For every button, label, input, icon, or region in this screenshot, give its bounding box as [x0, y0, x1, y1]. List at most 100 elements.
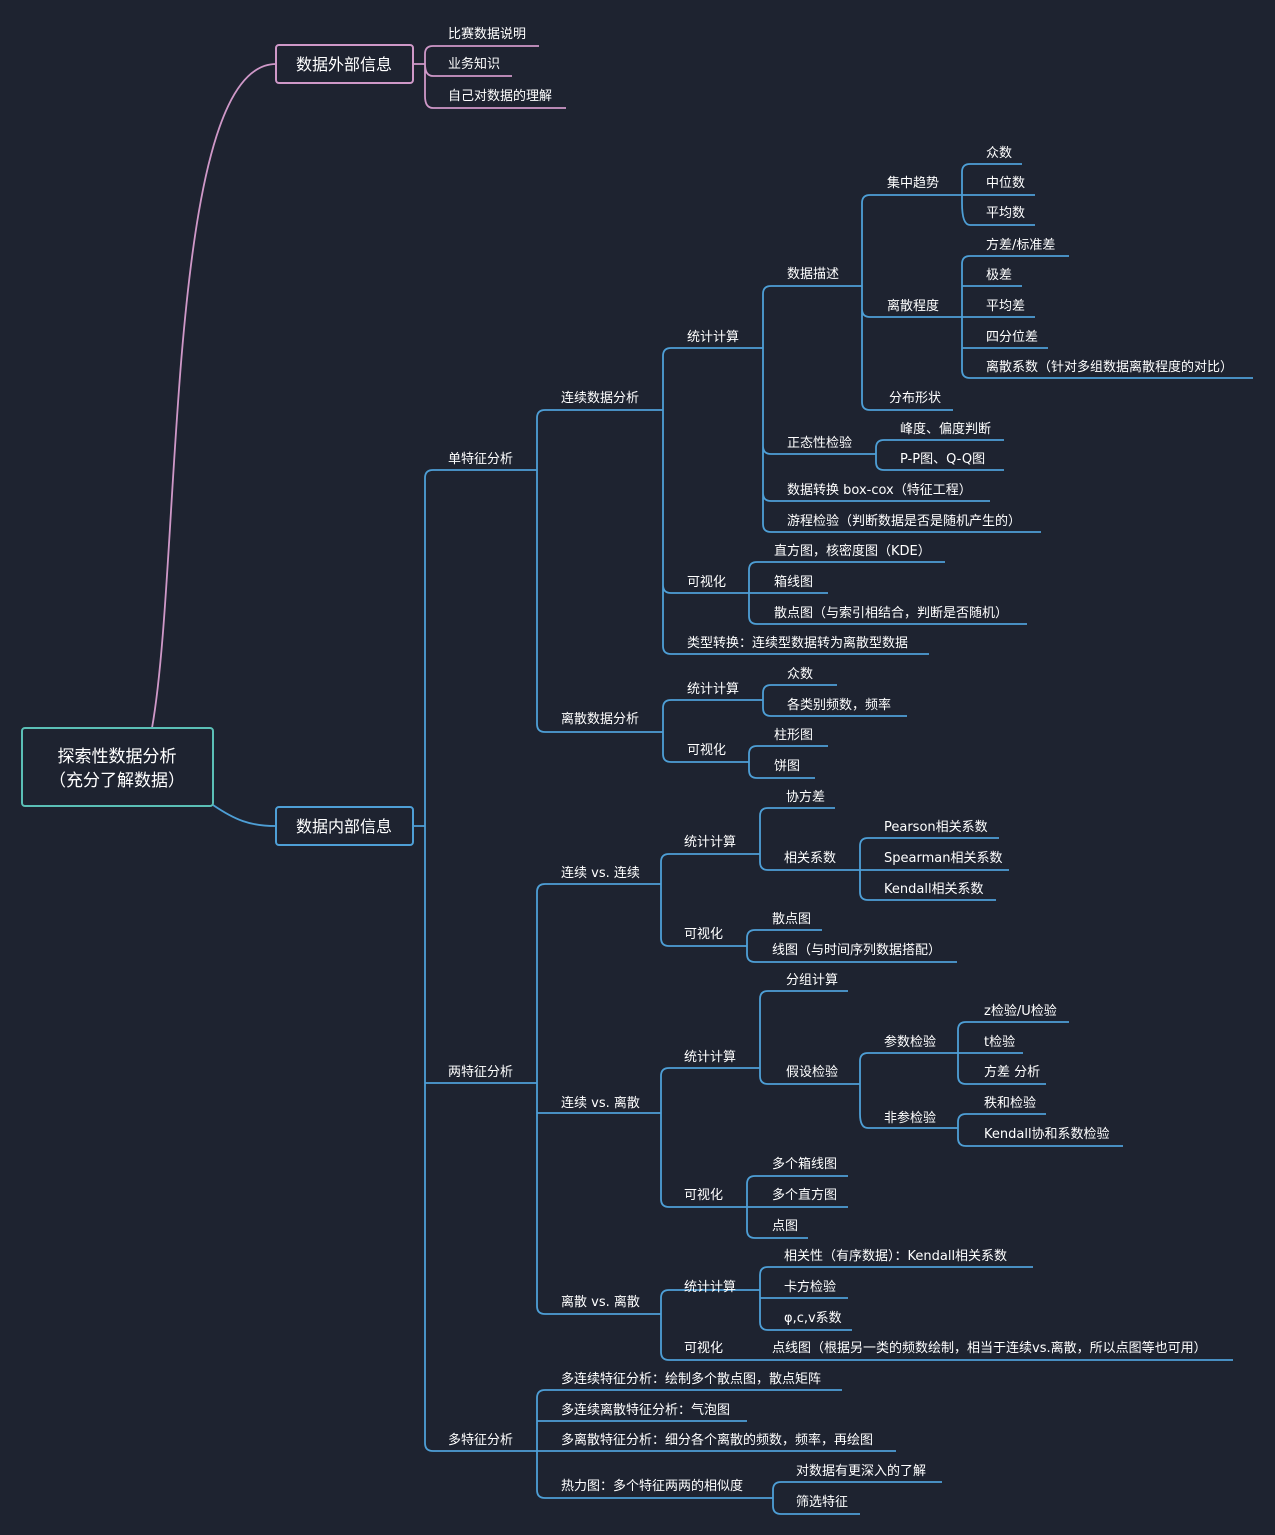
param-item: z检验/U检验: [984, 1003, 1057, 1019]
dd-viz-item: 点线图（根据另一类的频数绘制，相当于连续vs.离散，所以点图等也可用）: [772, 1340, 1207, 1356]
node-dd-viz[interactable]: 可视化: [684, 1341, 723, 1356]
dispersion-item: 四分位差: [986, 330, 1038, 345]
root-title: 探索性数据分析: [58, 747, 177, 767]
multi-item[interactable]: 多连续特征分析：绘制多个散点图，散点矩阵: [561, 1371, 821, 1387]
node-discrete[interactable]: 离散数据分析: [561, 711, 639, 727]
dispersion-item: 方差/标准差: [986, 237, 1055, 253]
node-continuous[interactable]: 连续数据分析: [561, 390, 639, 406]
connector-continuous-children: [662, 347, 929, 655]
node-dd-stats[interactable]: 统计计算: [684, 1280, 736, 1295]
node-shape[interactable]: 分布形状: [889, 391, 941, 406]
node-transform[interactable]: 数据转换 box-cox（特征工程）: [787, 483, 972, 498]
node-describe[interactable]: 数据描述: [787, 267, 839, 282]
node-param[interactable]: 参数检验: [884, 1034, 936, 1050]
connector-central-items: [961, 163, 1035, 226]
dispersion-item: 极差: [986, 268, 1012, 283]
cd-viz-item: 多个箱线图: [772, 1156, 837, 1172]
node-cc-stats[interactable]: 统计计算: [684, 835, 736, 850]
connector-dd-children: [660, 1289, 1233, 1361]
node-typeconv[interactable]: 类型转换：连续型数据转为离散型数据: [687, 635, 908, 651]
node-cd[interactable]: 连续 vs. 离散: [561, 1095, 640, 1111]
central-item: 众数: [986, 146, 1012, 161]
connector-root-external: [151, 63, 277, 729]
connector-cc-children: [660, 853, 760, 947]
connector-multi-children: [536, 1389, 896, 1499]
normality-item: P-P图、Q-Q图: [900, 452, 985, 467]
root-subtitle: （充分了解数据）: [49, 771, 185, 791]
node-hyp[interactable]: 假设检验: [786, 1064, 838, 1080]
node-cov[interactable]: 协方差: [786, 789, 825, 805]
node-continuous-stats[interactable]: 统计计算: [687, 330, 739, 345]
node-heatmap[interactable]: 热力图：多个特征两两的相似度: [561, 1478, 743, 1494]
node-nonparam[interactable]: 非参检验: [884, 1110, 936, 1126]
branch-internal: 数据内部信息 单特征分析 连续数据分析 统计计算 数据描述 集中趋势 众数 中位…: [275, 146, 1253, 1515]
dispersion-item: 离散系数（针对多组数据离散程度的对比）: [986, 359, 1233, 375]
node-cc-viz[interactable]: 可视化: [684, 927, 723, 942]
connector-dispersion-items: [961, 255, 1253, 379]
connector-root-internal: [212, 804, 277, 827]
central-item: 平均数: [986, 206, 1025, 221]
node-cc[interactable]: 连续 vs. 连续: [561, 865, 640, 881]
node-runs[interactable]: 游程检验（判断数据是否是随机产生的）: [787, 513, 1021, 529]
node-two[interactable]: 两特征分析: [448, 1065, 513, 1080]
node-continuous-viz[interactable]: 可视化: [687, 575, 726, 590]
node-normality[interactable]: 正态性检验: [787, 435, 852, 451]
connector-nonparam-items: [957, 1113, 1123, 1147]
corr-item: Kendall相关系数: [884, 882, 984, 897]
connector-continuous-viz-items: [748, 561, 1027, 625]
node-discrete-stats[interactable]: 统计计算: [687, 682, 739, 697]
central-item: 中位数: [986, 176, 1025, 191]
corr-item: Pearson相关系数: [884, 820, 988, 835]
connector-heatmap-items: [772, 1481, 942, 1515]
connector-two-children: [536, 883, 661, 1315]
discrete-stats-item: 各类别频数，频率: [787, 697, 891, 713]
connector-param-items: [957, 1021, 1069, 1085]
connector-cd-stats-children: [759, 990, 860, 1085]
discrete-viz-item: 柱形图: [774, 728, 813, 743]
heatmap-item: 对数据有更深入的了解: [796, 1463, 926, 1479]
node-discrete-viz[interactable]: 可视化: [687, 743, 726, 758]
root-node[interactable]: 探索性数据分析 （充分了解数据）: [21, 727, 214, 807]
cd-viz-item: 点图: [772, 1219, 798, 1234]
node-dd[interactable]: 离散 vs. 离散: [561, 1294, 640, 1310]
node-external-label: 数据外部信息: [296, 55, 392, 74]
discrete-stats-item: 众数: [787, 667, 813, 682]
continuous-viz-item: 箱线图: [774, 574, 813, 590]
param-item: 方差 分析: [984, 1064, 1040, 1080]
dispersion-item: 平均差: [986, 299, 1025, 314]
node-multi[interactable]: 多特征分析: [448, 1432, 513, 1448]
root-box[interactable]: [21, 727, 214, 807]
node-external[interactable]: [275, 44, 414, 84]
connector-cd-viz-items: [746, 1175, 848, 1239]
continuous-viz-item: 直方图，核密度图（KDE）: [774, 543, 931, 559]
node-corr[interactable]: 相关系数: [784, 851, 836, 866]
node-dispersion[interactable]: 离散程度: [887, 298, 939, 314]
nonparam-item: Kendall协和系数检验: [984, 1126, 1110, 1142]
nonparam-item: 秩和检验: [984, 1095, 1036, 1111]
multi-item[interactable]: 多离散特征分析：细分各个离散的频数，频率，再绘图: [561, 1432, 873, 1448]
external-item: 业务知识: [448, 56, 500, 72]
connector-cc-viz-items: [746, 929, 957, 963]
node-cd-viz[interactable]: 可视化: [684, 1188, 723, 1203]
heatmap-item: 筛选特征: [796, 1495, 848, 1510]
node-single[interactable]: 单特征分析: [448, 452, 513, 467]
discrete-viz-item: 饼图: [774, 759, 800, 774]
connector-discrete-children: [662, 699, 763, 763]
external-item: 自己对数据的理解: [448, 88, 552, 104]
cc-viz-item: 线图（与时间序列数据搭配）: [772, 942, 941, 958]
cd-viz-item: 多个直方图: [772, 1187, 837, 1203]
corr-item: Spearman相关系数: [884, 851, 1002, 866]
node-group[interactable]: 分组计算: [786, 973, 838, 988]
normality-item: 峰度、偏度判断: [900, 421, 991, 437]
param-item: t检验: [984, 1034, 1015, 1050]
connector-external-children: [413, 45, 566, 109]
node-internal-label: 数据内部信息: [296, 817, 392, 836]
connector-discrete-stats-items: [762, 684, 907, 717]
connector-cd-children: [660, 1067, 760, 1208]
continuous-viz-item: 散点图（与索引相结合，判断是否随机）: [774, 606, 1008, 621]
branch-external: 数据外部信息 比赛数据说明 业务知识 自己对数据的理解: [275, 26, 566, 109]
node-cd-stats[interactable]: 统计计算: [684, 1050, 736, 1065]
node-central[interactable]: 集中趋势: [887, 175, 939, 191]
multi-item[interactable]: 多连续离散特征分析：气泡图: [561, 1402, 730, 1418]
